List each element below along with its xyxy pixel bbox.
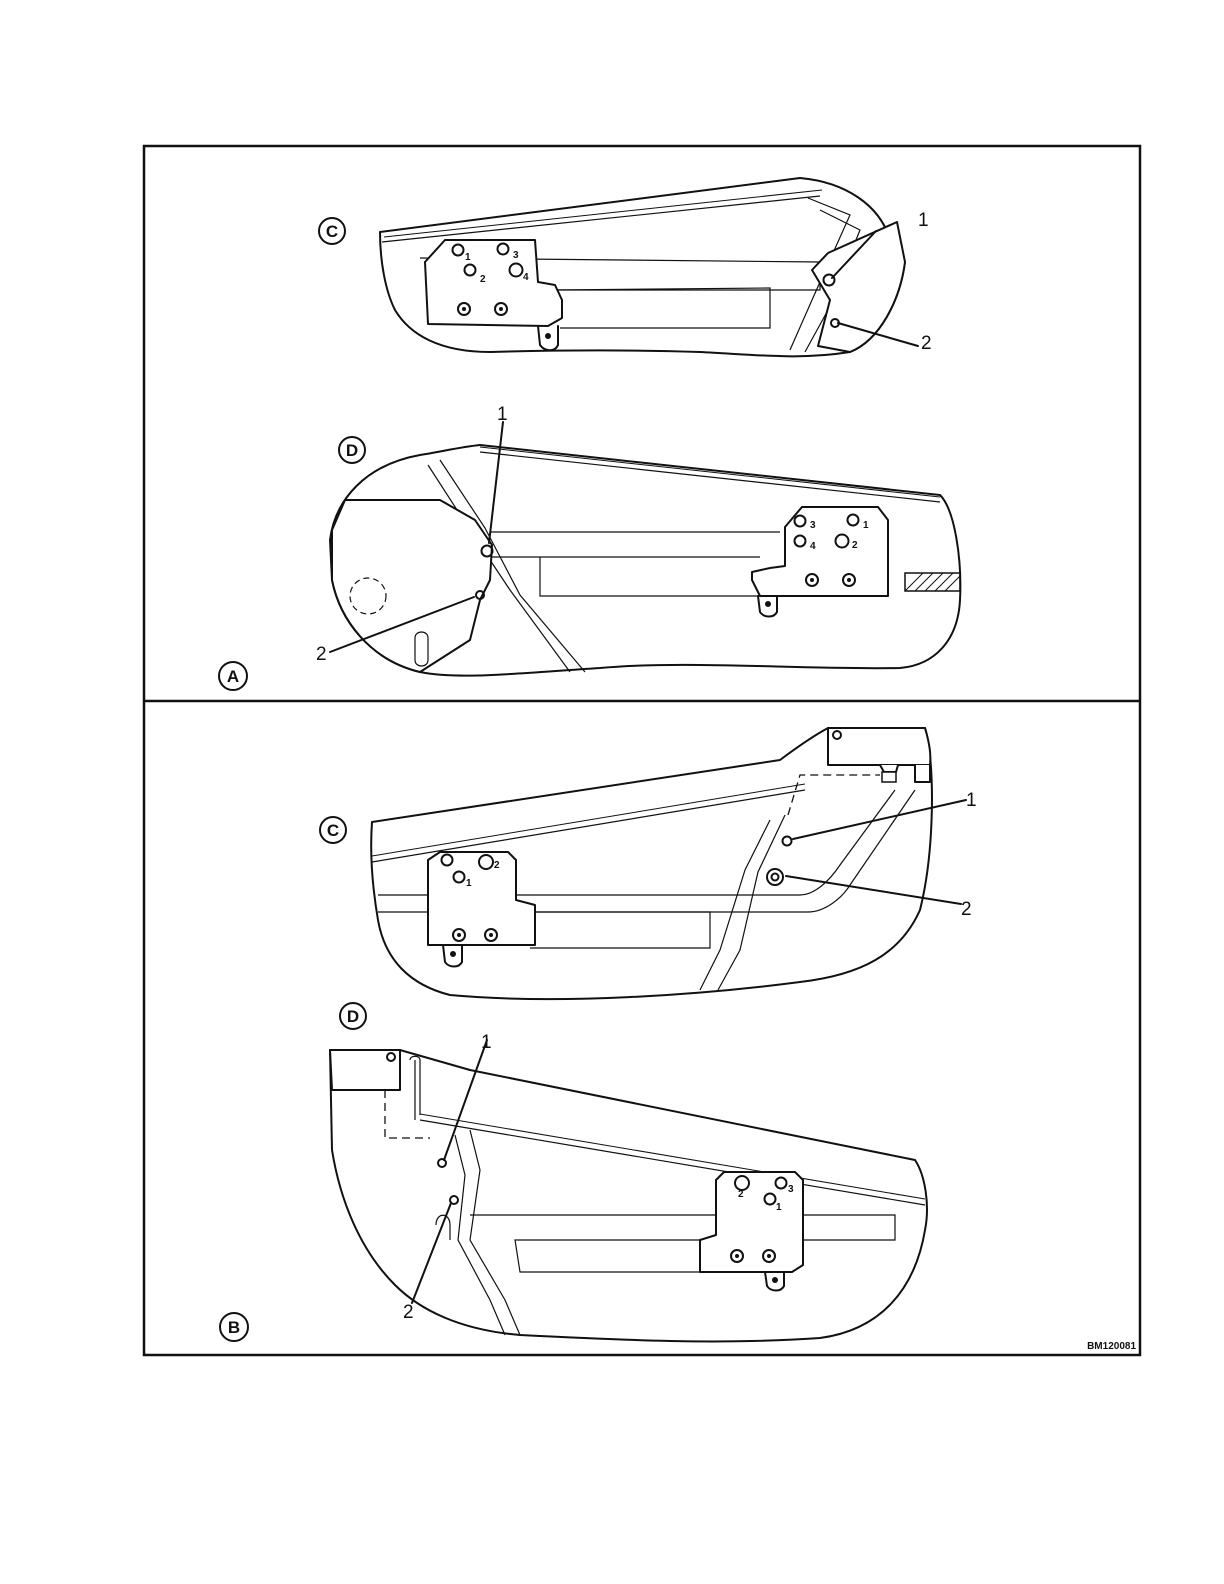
svg-text:2: 2 xyxy=(480,274,486,285)
view-label: D xyxy=(346,441,358,460)
svg-text:2: 2 xyxy=(494,860,500,871)
svg-text:3: 3 xyxy=(513,250,519,261)
callout-2: 2 xyxy=(961,899,972,920)
svg-text:1: 1 xyxy=(465,252,471,263)
panel-b-view-c: 2 1 1 2 C xyxy=(320,728,977,999)
svg-text:4: 4 xyxy=(810,541,816,552)
panel-a-view-c: 1 3 2 4 1 2 C xyxy=(319,178,932,356)
view-label: C xyxy=(327,821,339,840)
panel-a-view-d: 1 2 3 1 4 2 D xyxy=(316,404,960,676)
panel-a-label: A xyxy=(227,667,239,686)
callout-2: 2 xyxy=(403,1302,414,1323)
svg-text:3: 3 xyxy=(788,1184,794,1195)
panel-b-view-d: 1 2 2 3 1 D xyxy=(330,1003,927,1341)
view-label: C xyxy=(326,222,338,241)
figure-code: BM120081 xyxy=(1087,1341,1136,1352)
svg-text:1: 1 xyxy=(776,1202,782,1213)
svg-text:1: 1 xyxy=(466,878,472,889)
callout-1: 1 xyxy=(481,1032,492,1053)
panel-b-label: B xyxy=(228,1318,240,1337)
callout-1: 1 xyxy=(918,210,929,231)
callout-2: 2 xyxy=(316,644,327,665)
callout-1: 1 xyxy=(966,790,977,811)
callout-2: 2 xyxy=(921,333,932,354)
callout-1: 1 xyxy=(497,404,508,425)
svg-text:1: 1 xyxy=(863,520,869,531)
view-label: D xyxy=(347,1007,359,1026)
svg-text:3: 3 xyxy=(810,520,816,531)
svg-text:2: 2 xyxy=(852,540,858,551)
figure-frame xyxy=(144,146,1140,1355)
svg-text:4: 4 xyxy=(523,272,529,283)
svg-text:2: 2 xyxy=(738,1189,744,1200)
